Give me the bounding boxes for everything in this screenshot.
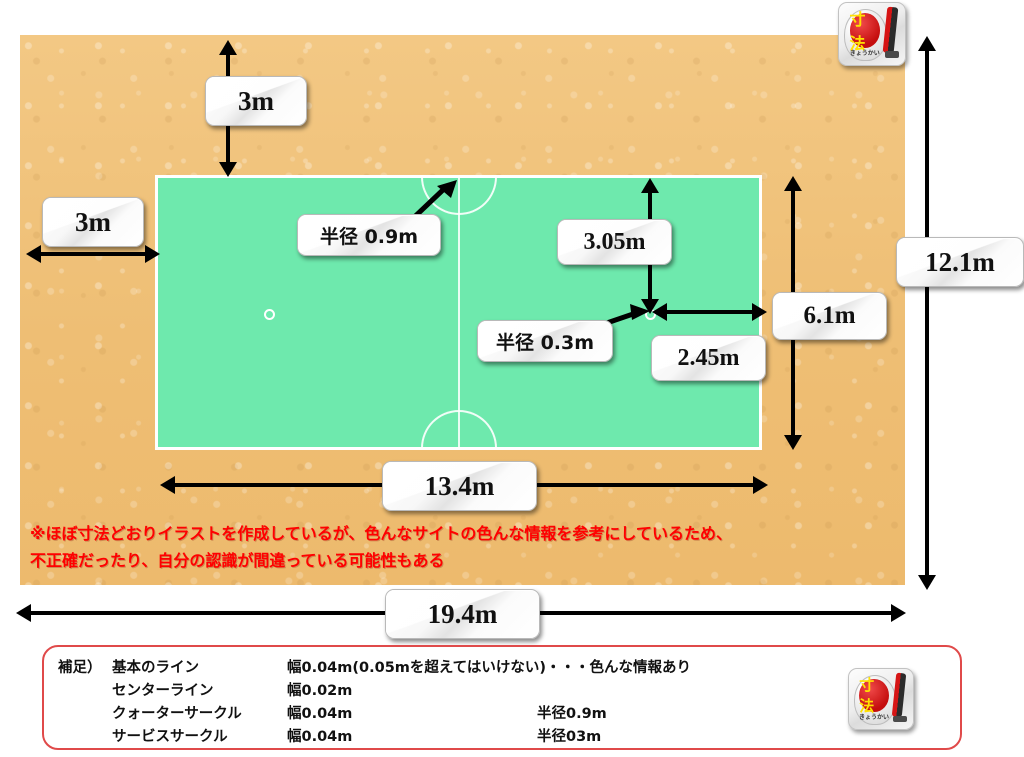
legend-line-width: 幅0.04m(0.05mを超えてはいけない)・・・色んな情報あり: [287, 660, 692, 676]
legend-line-name: センターライン: [112, 683, 214, 699]
label-court-length-text: 13.4m: [424, 470, 495, 501]
label-left-margin: 3m: [42, 197, 144, 247]
legend-row: センターライン 幅0.02m: [58, 678, 737, 701]
arrowhead-right-icon: [891, 604, 906, 622]
arrowhead-down-icon: [918, 575, 936, 590]
label-court-length: 13.4m: [382, 461, 537, 511]
legend-line-radius: 半径0.9m: [537, 706, 607, 722]
legend-line-name: クォーターサークル: [112, 706, 242, 722]
tape-measure-icon-legend: 寸法 きょうかい: [848, 668, 914, 730]
disclaimer-line-1: ※ほぼ寸法どおりイラストを作成しているが、色んなサイトの色んな情報を参考にしてい…: [30, 524, 732, 543]
label-penalty-from-sideline: 2.45m: [651, 335, 766, 381]
arrowhead-left-icon: [160, 476, 175, 494]
arrowhead-up-icon: [918, 36, 936, 51]
tape-kanji-text: 寸法: [859, 676, 875, 716]
label-court-width: 6.1m: [772, 292, 887, 340]
label-penalty-from-sideline-text: 2.45m: [677, 344, 740, 371]
tape-tip: [884, 51, 900, 58]
disclaimer-note: ※ほぼ寸法どおりイラストを作成しているが、色んなサイトの色んな情報を参考にしてい…: [30, 520, 790, 574]
label-total-length-text: 19.4m: [427, 598, 498, 629]
label-service-circle-radius: 半径 0.3m: [477, 320, 613, 362]
legend-prefix: 補足）: [58, 660, 102, 676]
label-quarter-circle-radius-text: 半径 0.9m: [319, 225, 419, 248]
arrowhead-right-icon: [752, 303, 767, 321]
label-court-width-text: 6.1m: [803, 302, 856, 329]
arrowhead-right-icon: [145, 245, 160, 263]
label-left-margin-text: 3m: [75, 206, 111, 237]
legend-prefix: [58, 724, 112, 747]
tape-sub-text: きょうかい: [858, 714, 889, 722]
label-penalty-from-endline: 3.05m: [557, 219, 672, 265]
legend-line-width: 幅0.02m: [287, 683, 353, 699]
legend-box: 補足） 基本のライン 幅0.04m(0.05mを超えてはいけない)・・・色んな情…: [42, 645, 962, 750]
legend-table: 補足） 基本のライン 幅0.04m(0.05mを超えてはいけない)・・・色んな情…: [58, 655, 737, 747]
tape-strip: [882, 6, 899, 54]
quarter-circle-bottom: [420, 410, 497, 448]
tape-red-disc: [849, 12, 880, 48]
tape-sub-text: きょうかい: [849, 49, 880, 57]
arrowhead-up-icon: [641, 178, 659, 193]
legend-line-name: サービスサークル: [112, 729, 228, 745]
label-top-margin: 3m: [205, 76, 307, 126]
label-service-circle-radius-text: 半径 0.3m: [495, 331, 595, 354]
label-top-margin-text: 3m: [238, 85, 274, 116]
tape-strip: [891, 672, 907, 718]
arrow-shaft: [661, 310, 758, 314]
legend-line-radius: [537, 678, 737, 701]
tape-kanji-text: 寸法: [849, 10, 866, 54]
arrow-shaft: [925, 45, 929, 581]
arrow-total-width: [918, 36, 936, 590]
arrowhead-left-icon: [652, 303, 667, 321]
disclaimer-line-2: 不正確だったり、自分の認識が間違っている可能性もある: [30, 551, 445, 570]
arrowhead-down-icon: [219, 162, 237, 177]
legend-line-radius: 半径03m: [537, 729, 602, 745]
label-quarter-circle-radius: 半径 0.9m: [297, 214, 441, 256]
legend-row: クォーターサークル 幅0.04m 半径0.9m: [58, 701, 737, 724]
arrowhead-left-icon: [26, 245, 41, 263]
legend-line-width: 幅0.04m: [287, 729, 353, 745]
legend-line-width: 幅0.04m: [287, 706, 353, 722]
label-total-length: 19.4m: [385, 589, 540, 639]
legend-row: 補足） 基本のライン 幅0.04m(0.05mを超えてはいけない)・・・色んな情…: [58, 655, 737, 678]
arrowhead-left-icon: [16, 604, 31, 622]
arrowhead-right-icon: [753, 476, 768, 494]
tape-measure-icon-top: 寸法 きょうかい: [838, 2, 906, 66]
tape-red-disc: [859, 678, 889, 713]
arrow-penalty-from-sideline: [652, 303, 767, 321]
service-circle-left: [264, 309, 275, 320]
label-penalty-from-endline-text: 3.05m: [583, 228, 646, 255]
arrow-left-margin: [26, 245, 160, 263]
arrowhead-up-icon: [219, 40, 237, 55]
label-total-width: 12.1m: [896, 237, 1024, 287]
legend-line-name: 基本のライン: [112, 660, 199, 676]
legend-prefix: [58, 701, 112, 724]
arrowhead-up-icon: [784, 176, 802, 191]
label-total-width-text: 12.1m: [925, 246, 995, 277]
arrowhead-down-icon: [784, 435, 802, 450]
arrow-shaft: [35, 252, 151, 256]
center-line: [457, 178, 460, 447]
legend-prefix: [58, 678, 112, 701]
tape-tip: [893, 715, 908, 722]
legend-row: サービスサークル 幅0.04m 半径03m: [58, 724, 737, 747]
